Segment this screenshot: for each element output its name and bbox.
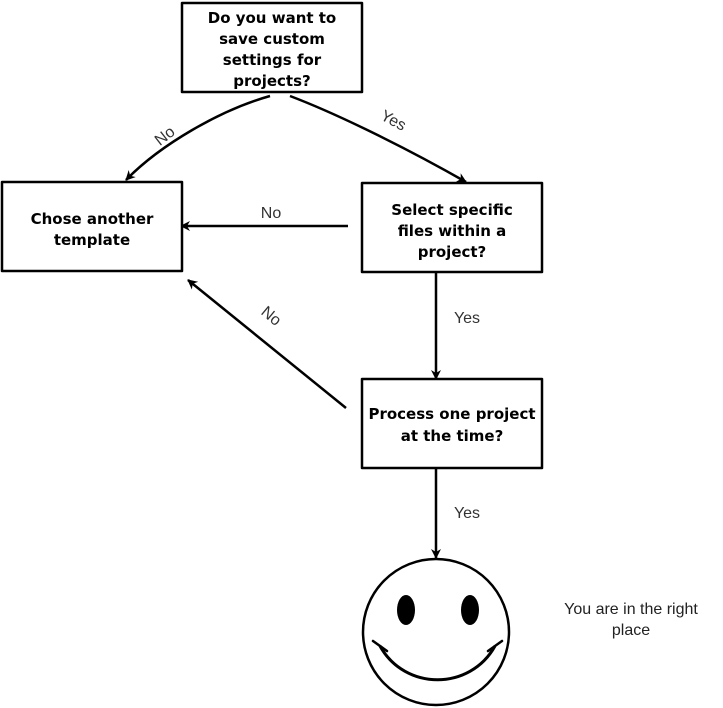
edge-label-save-to-template: No (152, 123, 179, 149)
node-select-specific-files: Select specific files within a project? (360, 181, 544, 274)
node-process-one-project: Process one project at the time? (360, 377, 544, 470)
edge-label-select-to-process: Yes (454, 310, 480, 327)
node-save-custom-settings-line-4: projects? (233, 72, 310, 90)
node-chose-another-template-line-2: template (54, 231, 130, 249)
node-select-specific-files-line-2: files within a (398, 222, 507, 240)
edge-label-process-to-template: No (258, 303, 285, 329)
edge-label-select-to-template: No (261, 205, 282, 222)
note-line-1: You are in the right (564, 601, 698, 618)
edge-save-to-select (289, 94, 467, 184)
edge-process-to-template (187, 279, 347, 409)
edge-label-process-to-smiley: Yes (454, 505, 480, 522)
node-save-custom-settings-line-2: save custom (219, 30, 325, 48)
edge-label-save-to-select: Yes (378, 107, 409, 134)
node-save-custom-settings-line-3: settings for (223, 51, 322, 69)
node-save-custom-settings-line-1: Do you want to (208, 9, 337, 27)
node-save-custom-settings: Do you want to save custom settings for … (180, 1, 364, 94)
edge-save-to-template (125, 94, 271, 181)
node-chose-another-template-line-1: Chose another (31, 210, 154, 228)
node-select-specific-files-line-1: Select specific (391, 201, 512, 219)
node-process-one-project-line-1: Process one project (368, 405, 535, 423)
node-select-specific-files-line-3: project? (418, 243, 487, 261)
note-line-2: place (612, 622, 650, 639)
smiley-face-icon (361, 557, 511, 707)
node-process-one-project-line-2: at the time? (401, 427, 504, 445)
node-chose-another-template: Chose another template (0, 180, 184, 273)
